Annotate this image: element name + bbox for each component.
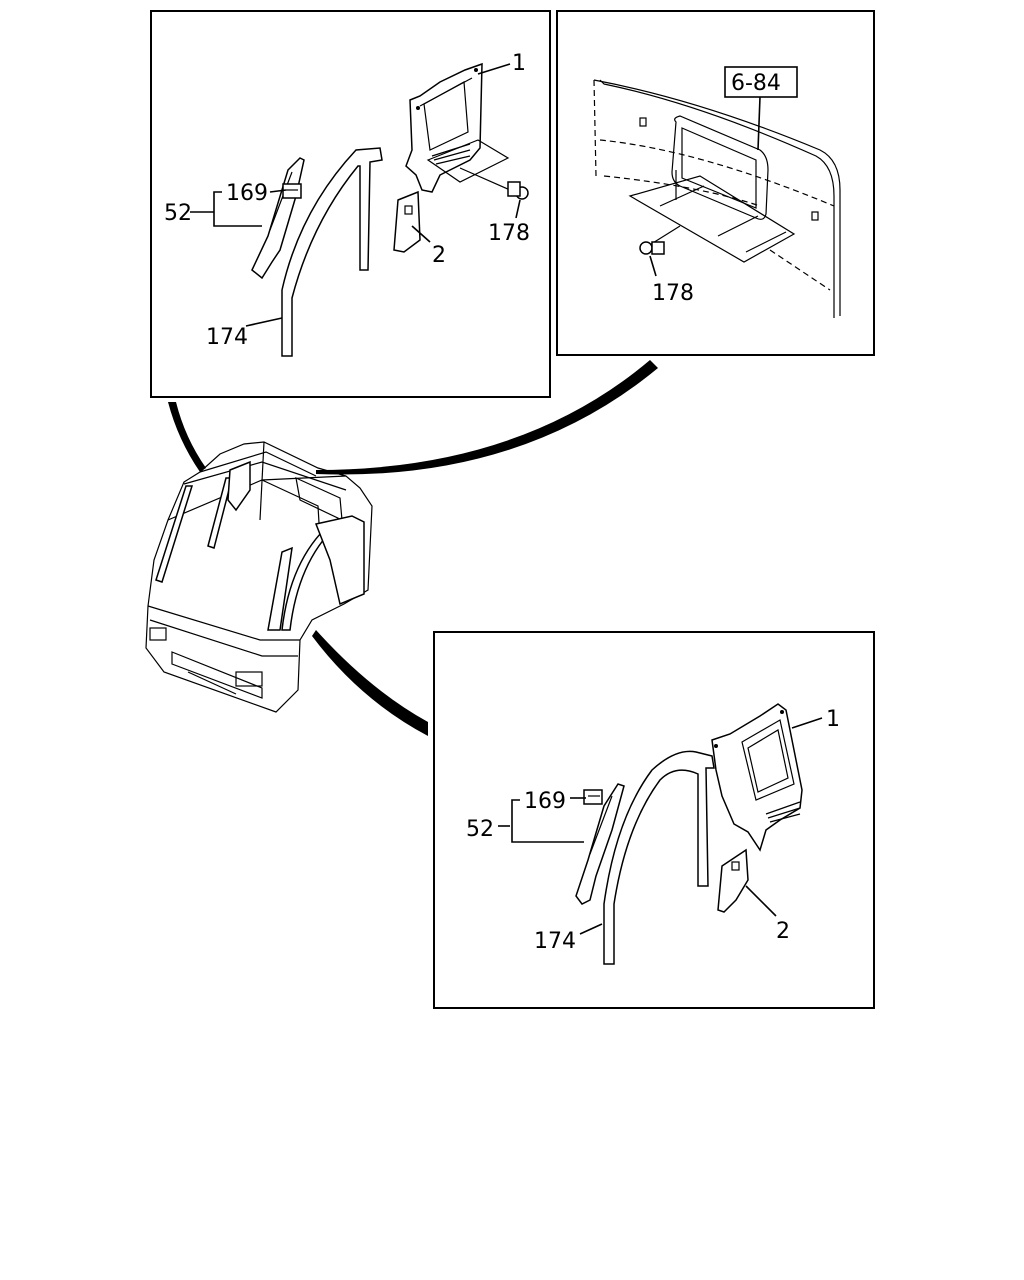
cab-overview [145, 441, 373, 713]
panel-top-right: 6-84 178 [556, 10, 875, 356]
label-ref-6-84: 6-84 [731, 71, 781, 96]
label-part-174: 174 [206, 325, 248, 350]
clip-icon [583, 789, 603, 805]
lower-trim-piece [393, 190, 421, 253]
leader-curves [168, 360, 658, 736]
clip-icon [282, 183, 302, 199]
door-weatherstrip [281, 147, 383, 357]
label-part-174: 174 [534, 929, 576, 954]
label-part-2: 2 [432, 243, 446, 268]
label-part-1: 1 [826, 707, 840, 732]
label-part-169: 169 [226, 181, 268, 206]
rear-quarter-panel [405, 62, 483, 193]
label-part-2: 2 [776, 919, 790, 944]
panel-bottom: 1 2 52 169 174 [433, 631, 875, 1009]
label-part-169: 169 [524, 789, 566, 814]
rear-quarter-panel [711, 703, 803, 852]
door-weatherstrip [603, 750, 715, 965]
label-part-52: 52 [164, 201, 192, 226]
lower-trim-piece [717, 848, 749, 913]
panel-top-left: 1 2 52 169 174 178 [150, 10, 551, 398]
back-wall-panel [593, 79, 841, 318]
label-part-1: 1 [512, 51, 526, 76]
reference-box: 6-84 [724, 66, 798, 98]
pillar-trim [575, 783, 625, 905]
bolt-icon [639, 241, 665, 255]
label-part-52: 52 [466, 817, 494, 842]
label-part-178: 178 [488, 221, 530, 246]
label-part-178: 178 [652, 281, 694, 306]
bolt-icon [507, 181, 529, 200]
